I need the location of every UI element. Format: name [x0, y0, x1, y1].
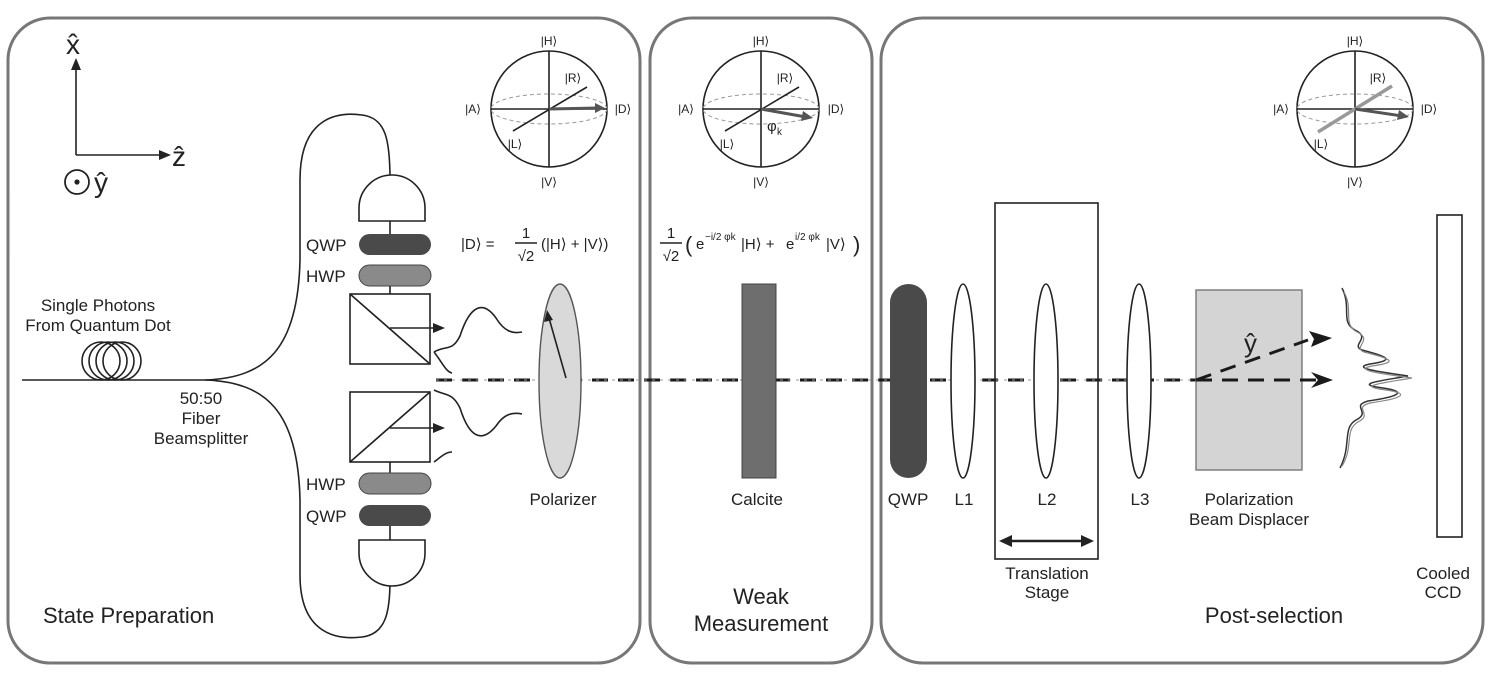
ccd-label-line2: CCD	[1425, 583, 1462, 602]
beamsplitter-label-line1: 50:50	[180, 389, 223, 408]
bloch1-V-label: |V⟩	[541, 175, 557, 189]
eq2-v-term: |V⟩	[826, 236, 846, 253]
lens-l1: L1	[950, 283, 976, 509]
eq2-exp-e2: e	[786, 236, 794, 253]
polarization-beam-displacer: ŷ Polarization Beam Displacer	[1189, 289, 1333, 529]
bottom-beam-profile	[433, 389, 523, 463]
top-fiber-collimator	[358, 174, 426, 222]
translation-stage: L2 Translation Stage	[994, 202, 1099, 602]
weak-measurement-title-line1: Weak	[733, 584, 790, 609]
eq2-exp-e1: e	[696, 236, 704, 253]
bottom-fiber-collimator	[358, 539, 426, 587]
bloch1-D-label: |D⟩	[615, 102, 631, 116]
bloch3-H-label: |H⟩	[1347, 34, 1363, 48]
bloch3-V-label: |V⟩	[1347, 175, 1363, 189]
qwp-top-label: QWP	[306, 236, 347, 255]
eq2-numerator: 1	[667, 225, 675, 242]
bloch1-L-label: |L⟩	[508, 137, 522, 151]
polarizer-label: Polarizer	[529, 490, 596, 509]
qwp-post-label: QWP	[888, 490, 929, 509]
eq2-denominator: √2	[663, 248, 680, 265]
lens-l1-label: L1	[955, 490, 974, 509]
source-label-line2: From Quantum Dot	[25, 316, 171, 335]
hwp-bottom-plate	[358, 472, 432, 495]
hwp-top-plate	[358, 264, 432, 287]
bloch2-phi-label: φ	[767, 118, 777, 135]
bloch2-phi-subscript: k	[777, 127, 783, 138]
post-selection-panel	[879, 16, 1485, 665]
bottom-arm: HWP QWP	[306, 389, 523, 587]
bloch3-A-label: |A⟩	[1273, 102, 1289, 116]
bloch2-L-label: |L⟩	[720, 137, 734, 151]
qwp-bottom-label: QWP	[306, 507, 347, 526]
eq1-denominator: √2	[518, 248, 535, 265]
pbd-label-line2: Beam Displacer	[1189, 510, 1309, 529]
bottom-prism	[349, 391, 431, 463]
quantum-dot-source: Single Photons From Quantum Dot	[22, 296, 205, 381]
qwp-top-plate	[359, 234, 431, 255]
source-label-line1: Single Photons	[41, 296, 155, 315]
state-preparation-title: State Preparation	[43, 603, 214, 628]
y-axis-label: ŷ	[94, 167, 108, 198]
eq2-exponent1: −i/2 φk	[705, 232, 737, 243]
bloch3-D-label: |D⟩	[1421, 102, 1437, 116]
cooled-ccd: Cooled CCD	[1416, 214, 1470, 602]
beamsplitter-label-line2: Fiber	[182, 409, 221, 428]
post-selection-title: Post-selection	[1205, 603, 1343, 628]
bloch2-D-label: |D⟩	[828, 102, 844, 116]
bloch1-R-label: |R⟩	[565, 71, 581, 85]
lens-l3: L3	[1126, 283, 1152, 509]
equation-weak-state: 1 √2 ( e −i/2 φk |H⟩ + e i/2 φk |V⟩ )	[660, 225, 860, 265]
top-arm: QWP HWP	[306, 174, 523, 374]
weak-measurement-title-line2: Measurement	[694, 611, 829, 636]
state-preparation-panel	[6, 16, 642, 665]
eq1-numerator: 1	[522, 225, 530, 242]
hwp-bottom-label: HWP	[306, 475, 346, 494]
eq1-lhs: |D⟩ =	[461, 236, 495, 253]
coordinate-axes: x̂ ẑ ŷ	[64, 29, 186, 198]
pbd-label-line1: Polarization	[1205, 490, 1294, 509]
top-beam-profile	[433, 306, 523, 374]
pbd-axis-label: ŷ	[1244, 328, 1257, 358]
bloch1-H-label: |H⟩	[541, 34, 557, 48]
x-axis-label: x̂	[66, 29, 80, 60]
eq2-close-paren: )	[853, 232, 860, 257]
fiber-beamsplitter: 50:50 Fiber Beamsplitter	[154, 113, 391, 639]
eq2-exponent2: i/2 φk	[795, 232, 821, 243]
bloch2-A-label: |A⟩	[678, 102, 694, 116]
qwp-post-plate: QWP	[888, 284, 929, 509]
lens-l2-label: L2	[1038, 490, 1057, 509]
bloch2-V-label: |V⟩	[753, 175, 769, 189]
z-axis-label: ẑ	[172, 141, 186, 172]
bloch1-A-label: |A⟩	[465, 102, 481, 116]
qwp-bottom-plate	[359, 505, 431, 526]
bloch2-R-label: |R⟩	[777, 71, 793, 85]
bloch2-H-label: |H⟩	[753, 34, 769, 48]
hwp-top-label: HWP	[306, 267, 346, 286]
bloch-sphere-postselection: |H⟩ |V⟩ |A⟩ |D⟩ |R⟩ |L⟩	[1273, 34, 1437, 189]
bloch3-L-label: |L⟩	[1314, 137, 1328, 151]
translation-label-line2: Stage	[1025, 583, 1069, 602]
ccd-label-line1: Cooled	[1416, 564, 1470, 583]
polarizer: Polarizer	[529, 283, 597, 509]
bloch3-R-label: |R⟩	[1370, 71, 1386, 85]
lens-l3-label: L3	[1131, 490, 1150, 509]
translation-label-line1: Translation	[1005, 564, 1088, 583]
bloch-sphere-preparation: |H⟩ |V⟩ |A⟩ |D⟩ |R⟩ |L⟩	[465, 34, 631, 189]
eq2-open-paren: (	[685, 232, 693, 257]
calcite-crystal: Calcite	[731, 283, 783, 509]
eq1-rhs: (|H⟩ + |V⟩)	[541, 236, 608, 253]
bloch-sphere-weak: |H⟩ |V⟩ |A⟩ |D⟩ |R⟩ |L⟩ φ k	[678, 34, 844, 189]
calcite-label: Calcite	[731, 490, 783, 509]
eq2-h-term: |H⟩ +	[741, 236, 775, 253]
beamsplitter-label-line3: Beamsplitter	[154, 429, 249, 448]
equation-diagonal-state: |D⟩ = 1 √2 (|H⟩ + |V⟩)	[461, 225, 608, 265]
top-prism	[349, 293, 431, 365]
interference-pattern	[1339, 287, 1413, 469]
